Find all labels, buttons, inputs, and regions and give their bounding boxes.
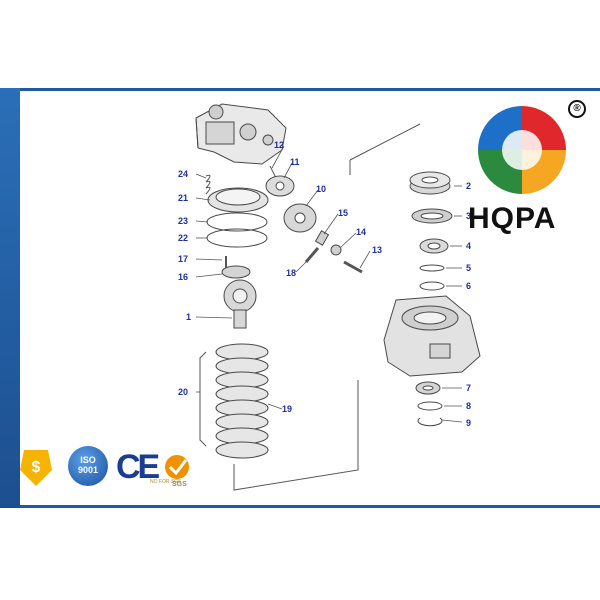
part-label-6: 6	[466, 281, 472, 291]
part-label-22: 22	[178, 233, 189, 243]
part-label-13: 13	[372, 245, 383, 255]
part-18-rod	[304, 247, 320, 263]
part-label-15: 15	[338, 208, 349, 218]
part-label-8: 8	[466, 401, 472, 411]
part-19-20-disc-stack	[215, 343, 269, 459]
part-label-19: 19	[282, 404, 293, 414]
part-label-5: 5	[466, 263, 472, 273]
part-label-20: 20	[178, 387, 189, 397]
part-label-18: 18	[286, 268, 297, 278]
part-label-23: 23	[178, 216, 189, 226]
part-2-bearing	[409, 171, 451, 195]
part-label-21: 21	[178, 193, 189, 203]
part-label-17: 17	[178, 254, 189, 264]
part-label-10: 10	[316, 184, 327, 194]
part-14-nut	[330, 244, 342, 256]
part-label-1: 1	[186, 312, 192, 322]
assembly-line-top	[349, 123, 421, 175]
part-1-shaft	[223, 279, 257, 329]
part-label-4: 4	[466, 241, 472, 251]
sgs-check-icon	[165, 455, 189, 479]
part-label-12: 12	[274, 140, 285, 150]
panel-left-bar	[0, 88, 20, 508]
part-23-ring	[206, 212, 268, 232]
motor-housing	[383, 295, 481, 377]
part-label-2: 2	[466, 181, 472, 191]
hqpa-logo-icon	[478, 106, 566, 194]
part-24-spring	[205, 174, 211, 195]
sgs-label: SGS	[172, 481, 187, 488]
dollar-shield-icon: $	[20, 450, 52, 486]
part-13-rod	[343, 260, 363, 274]
part-label-7: 7	[466, 383, 472, 393]
part-12-pin	[269, 165, 277, 179]
ce-mark: CE	[116, 448, 160, 486]
sgs-small-text: NO FOR SGS	[150, 479, 182, 485]
panel-bottom-line	[20, 505, 600, 508]
svg-text:$: $	[32, 459, 41, 476]
part-22-ring	[206, 228, 268, 248]
iso-badge-line2: 9001	[77, 465, 99, 475]
brand-name: HQPA	[468, 202, 557, 235]
iso-badge: ISO 9001	[68, 446, 108, 486]
part-label-3: 3	[466, 211, 472, 221]
iso-badge-line1: ISO	[80, 455, 96, 465]
part-8-ring	[417, 401, 443, 411]
panel-top-line	[20, 88, 600, 91]
registered-mark: ®	[568, 100, 586, 118]
valve-housing	[195, 103, 287, 165]
part-15	[314, 230, 330, 246]
part-label-11: 11	[290, 157, 300, 167]
part-label-9: 9	[466, 418, 472, 428]
part-label-24: 24	[178, 169, 189, 179]
part-5-ring	[419, 264, 445, 272]
part-6-snap-ring	[419, 281, 445, 291]
assembly-line-left	[233, 380, 359, 491]
part-label-16: 16	[178, 272, 189, 282]
part-9-snap-ring	[417, 417, 443, 427]
part-16-piston-plate	[221, 265, 251, 279]
part-label-14: 14	[356, 227, 367, 237]
